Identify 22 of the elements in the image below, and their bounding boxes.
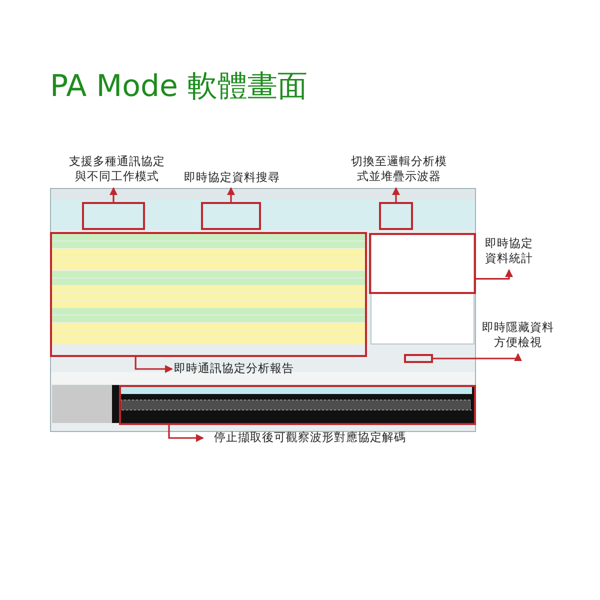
arrow	[134, 357, 173, 373]
highlight-frame	[82, 202, 145, 230]
title: PA Mode 軟體畫面	[50, 68, 308, 106]
highlight-frame	[369, 233, 476, 294]
highlight-frame	[201, 202, 261, 230]
highlight-frame	[379, 202, 413, 230]
callout-text: 支援多種通訊協定與不同工作模式	[68, 154, 166, 186]
callout-text: 停止擷取後可觀察波形對應協定解碼	[205, 430, 415, 446]
highlight-frame	[404, 354, 433, 363]
highlight-frame	[119, 385, 476, 425]
arrow	[168, 425, 204, 442]
arrow	[476, 269, 513, 280]
callout-text: 即時協定資料搜尋	[180, 170, 284, 186]
highlight-frame	[50, 232, 367, 357]
arrow	[392, 187, 400, 202]
callout-text: 切換至邏輯分析模式並堆疊示波器	[350, 154, 448, 186]
callout-text: 即時協定資料統計	[482, 236, 536, 268]
arrow	[227, 187, 235, 202]
callout-text: 即時通訊協定分析報告	[174, 361, 294, 377]
callout-text: 即時隱藏資料方便檢視	[480, 320, 556, 352]
arrow	[433, 353, 522, 361]
arrow	[110, 187, 118, 202]
